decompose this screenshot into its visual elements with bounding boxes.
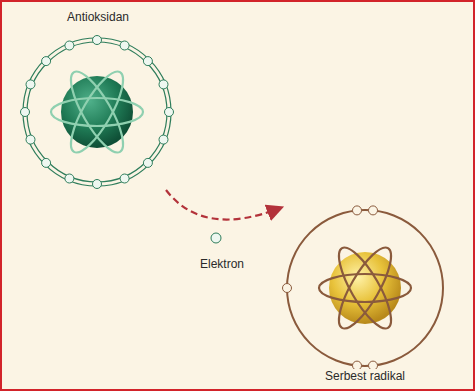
radical-atom [283, 206, 444, 370]
antioxidant-node: Antioksidan [18, 10, 178, 190]
radical-node: Serbest radikal [280, 198, 450, 384]
atom-label: Elektron [197, 257, 247, 272]
electron-transfer-arrow [166, 190, 280, 220]
electron-node: Elektron [180, 230, 264, 272]
antioxidant-atom [21, 36, 174, 189]
electron-dot [211, 233, 221, 243]
atom-label: Serbest radikal [322, 369, 408, 384]
atom-label: Antioksidan [64, 10, 132, 25]
